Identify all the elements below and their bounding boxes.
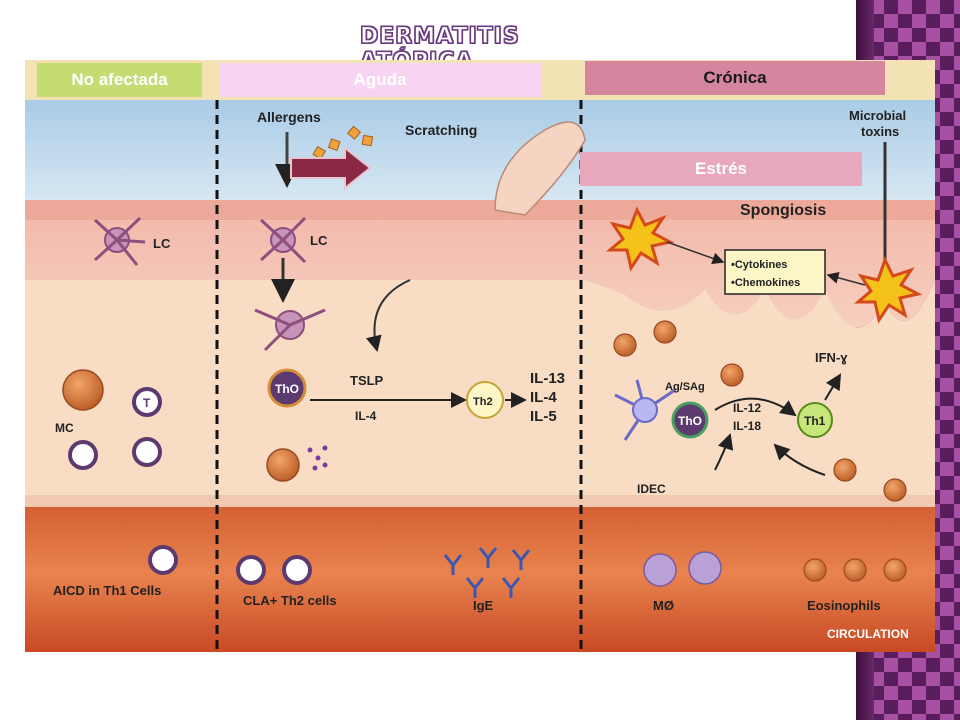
label-microbial-2: toxins [861, 124, 899, 139]
label-idec: IDEC [637, 482, 666, 496]
degranulation-dots [307, 445, 328, 471]
label-il18: IL-18 [733, 419, 761, 433]
label-mc: MC [55, 421, 74, 435]
langerhans-cell-2 [259, 216, 307, 264]
label-ige: IgE [473, 598, 494, 613]
label-t-1: T [143, 396, 151, 410]
label-circulation: CIRCULATION [827, 627, 909, 641]
label-tslp: TSLP [350, 373, 384, 388]
mast-cell-acute [266, 448, 300, 482]
label-aicd: AICD in Th1 Cells [53, 583, 161, 598]
skin-illustration: Allergens Scratching Microbial toxins Sp… [25, 100, 935, 652]
mast-cell-unaffected [62, 369, 104, 411]
label-ag-sag: Ag/SAg [665, 381, 705, 393]
toxin-starburst-icon [853, 256, 923, 324]
atopic-dermatitis-diagram: Allergens Scratching Microbial toxins Sp… [25, 55, 935, 652]
eosinophils-cells [803, 558, 907, 582]
label-chemokines: •Chemokines [731, 277, 800, 289]
t-cells-vessel [148, 545, 312, 585]
chronic-orange-cells [613, 320, 907, 502]
ige-antibodies [443, 547, 531, 598]
vessel-wall [25, 495, 935, 507]
label-il4b: IL-4 [530, 389, 557, 406]
th0-to-th1-arrow [714, 397, 797, 417]
dendritic-cell-acute [254, 308, 326, 352]
label-microbial-1: Microbial [849, 108, 906, 123]
tslp-curve-arrow [365, 279, 411, 352]
stress-starburst-icon [605, 206, 675, 272]
feedback-arrow [773, 443, 826, 476]
label-cytokines: •Cytokines [731, 259, 787, 271]
idec-arrow [714, 433, 734, 471]
cytokines-box [724, 249, 826, 295]
label-th1: Th1 [804, 414, 826, 428]
th0-cell-acute [267, 368, 307, 408]
label-th0-acute: ThO [275, 382, 299, 396]
idec-cell [614, 379, 676, 441]
langerhans-cell-1 [93, 216, 146, 266]
stage-label-no-afectada: No afectada [37, 63, 202, 97]
label-th2: Th2 [473, 396, 493, 408]
stratum-corneum [25, 200, 935, 220]
label-il5: IL-5 [530, 408, 557, 425]
label-ifn: IFN-ɣ [815, 350, 848, 365]
stage-label-aguda: Aguda [219, 63, 541, 97]
th0-cell-chronic [671, 401, 709, 439]
t-cells-unaffected [68, 387, 162, 470]
scratching-arrow [290, 145, 372, 191]
vessel-cells [643, 551, 722, 587]
label-il12: IL-12 [733, 401, 761, 415]
stage-label-estres: Estrés [580, 152, 862, 186]
label-scratching: Scratching [405, 122, 477, 138]
label-lc-1: LC [153, 236, 171, 251]
label-il13: IL-13 [530, 370, 565, 387]
blood-vessel [25, 495, 935, 652]
label-cla: CLA+ Th2 cells [243, 593, 337, 608]
label-il4: IL-4 [355, 409, 377, 423]
label-allergens: Allergens [257, 109, 321, 125]
stage-label-cronica: Crónica [585, 61, 885, 95]
label-lc-2: LC [310, 233, 328, 248]
stress-to-cytokines-arrow [666, 241, 725, 265]
scratching-finger [494, 121, 586, 216]
th1-cell [797, 402, 833, 438]
th1-to-ifn-arrow [824, 373, 842, 401]
toxin-to-cytokines-arrow [826, 271, 866, 286]
label-spongiosis: Spongiosis [740, 202, 826, 219]
label-th0-chronic: ThO [678, 414, 702, 428]
th2-cell [466, 381, 504, 419]
label-eosinophils: Eosinophils [807, 598, 881, 613]
epidermis-layer [25, 200, 935, 328]
label-mo: MØ [653, 598, 674, 613]
